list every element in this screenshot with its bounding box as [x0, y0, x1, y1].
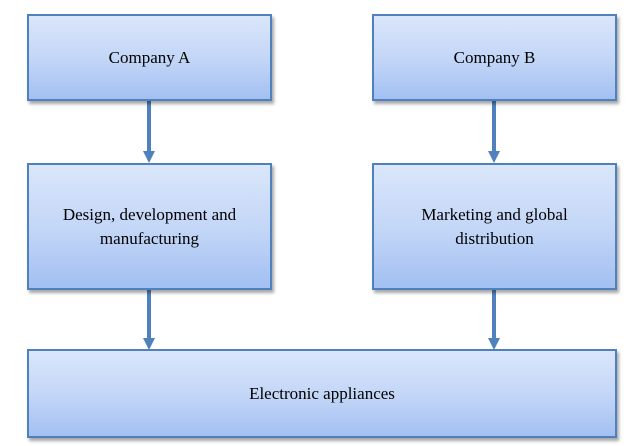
- node-label: Electronic appliances: [249, 383, 395, 403]
- node-electronic-appliances: Electronic appliances: [27, 349, 617, 438]
- arrow-design-to-appliances: [143, 290, 155, 350]
- node-label: Marketing and global distribution: [421, 204, 568, 248]
- arrow-marketing-to-appliances: [488, 290, 500, 350]
- node-company-a: Company A: [27, 14, 272, 101]
- node-company-b: Company B: [372, 14, 617, 101]
- node-label: Company B: [453, 47, 536, 67]
- node-label: Design, development and manufacturing: [62, 204, 237, 248]
- node-design-development-manufacturing: Design, development and manufacturing: [27, 163, 272, 290]
- node-label: Company A: [108, 47, 191, 67]
- arrow-company-a-to-design: [143, 101, 155, 163]
- arrow-company-b-to-marketing: [488, 101, 500, 163]
- node-marketing-distribution: Marketing and global distribution: [372, 163, 617, 290]
